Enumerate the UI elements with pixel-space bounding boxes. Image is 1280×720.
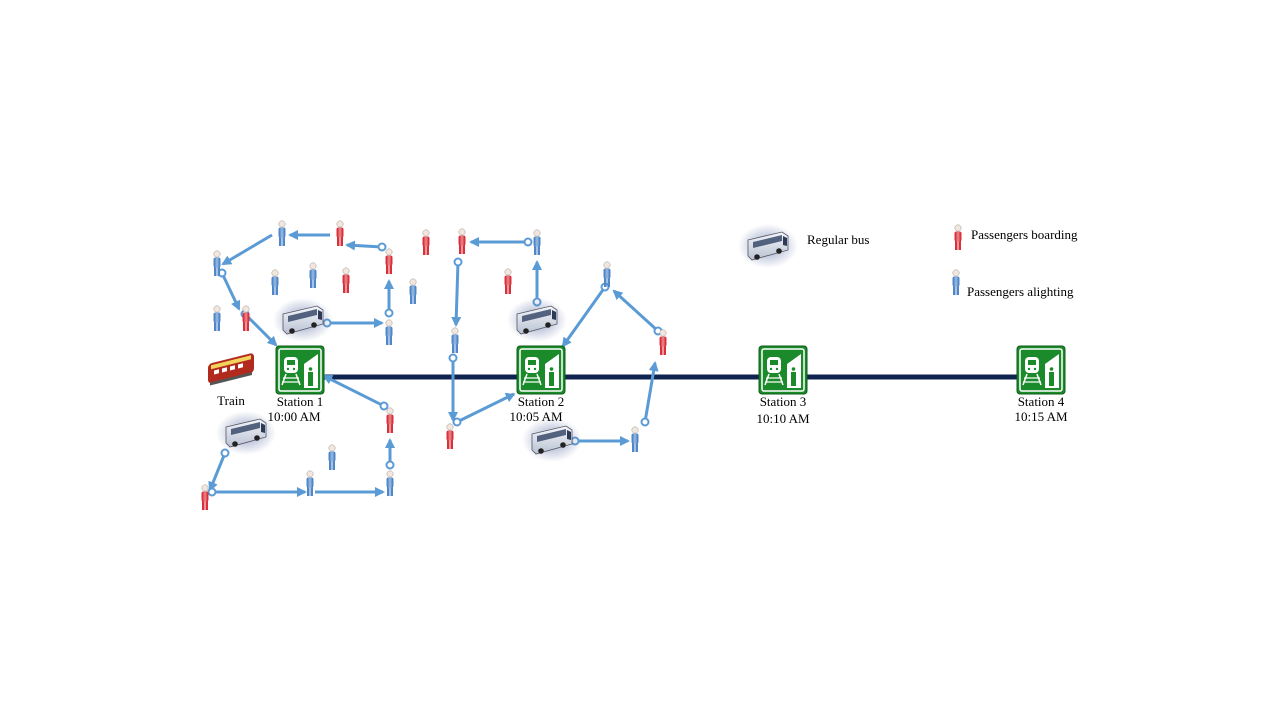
passenger-alighting-icon <box>952 269 960 295</box>
route-arrow <box>322 374 385 408</box>
passenger-boarding-icon <box>954 224 962 250</box>
station-1-name: Station 1 <box>276 394 324 409</box>
passenger-boarding-icon <box>504 268 512 294</box>
passenger-boarding-icon <box>242 305 250 331</box>
passenger-boarding-icon <box>385 248 393 274</box>
station-4-icon <box>1016 345 1066 395</box>
route-arrow <box>643 361 659 423</box>
passenger-boarding-icon <box>446 423 454 449</box>
route-arrow <box>220 272 241 311</box>
passenger-alighting-icon <box>409 278 417 304</box>
route-arrow <box>456 392 516 424</box>
passenger-alighting-icon <box>451 327 459 353</box>
route-stop <box>207 487 217 497</box>
passenger-alighting-icon <box>306 470 314 496</box>
legend-bus-label: Regular bus <box>807 232 870 247</box>
legend-bus-icon <box>738 224 798 268</box>
bus-icon <box>522 418 582 462</box>
station-1-icon <box>275 345 325 395</box>
legend-boarding-label: Passengers boarding <box>971 227 1078 242</box>
station-2-icon <box>516 345 566 395</box>
route-stop <box>452 417 462 427</box>
station-4-time: 10:15 AM <box>1014 409 1068 424</box>
route-arrow <box>612 289 660 333</box>
passenger-boarding-icon <box>386 407 394 433</box>
station-3-time: 10:10 AM <box>756 411 810 426</box>
passenger-alighting-icon <box>278 220 286 246</box>
passenger-alighting-icon <box>213 305 221 331</box>
station-3-name: Station 3 <box>759 394 807 409</box>
passenger-boarding-icon <box>201 484 209 510</box>
passenger-alighting-icon <box>603 261 611 287</box>
passenger-alighting-icon <box>309 262 317 288</box>
passenger-alighting-icon <box>328 444 336 470</box>
passenger-alighting-icon <box>631 426 639 452</box>
legend-alighting-label: Passengers alighting <box>967 284 1074 299</box>
route-arrow <box>221 233 273 266</box>
bus-icon <box>273 298 333 342</box>
route-arrow <box>561 286 607 348</box>
passenger-boarding-icon <box>659 329 667 355</box>
passenger-boarding-icon <box>458 228 466 254</box>
passengers <box>201 220 962 510</box>
station-3-icon <box>758 345 808 395</box>
route-stop <box>220 448 230 458</box>
passenger-alighting-icon <box>213 250 221 276</box>
route-arrow <box>243 312 278 347</box>
bus-icon <box>216 411 276 455</box>
route-stop <box>523 237 533 247</box>
passenger-boarding-icon <box>336 220 344 246</box>
route-stop <box>453 257 463 267</box>
station-4-name: Station 4 <box>1017 394 1065 409</box>
passenger-alighting-icon <box>385 319 393 345</box>
buses <box>216 224 798 462</box>
passenger-alighting-icon <box>533 229 541 255</box>
station-1-time: 10:00 AM <box>267 409 321 424</box>
station-2-time: 10:05 AM <box>509 409 563 424</box>
route-arrow <box>345 240 383 251</box>
route-arrow <box>451 261 462 327</box>
route-stop <box>379 401 389 411</box>
route-arrow <box>208 452 227 492</box>
passenger-boarding-icon <box>422 229 430 255</box>
bus-icon <box>507 298 567 342</box>
route-stop <box>448 353 458 363</box>
passenger-alighting-icon <box>271 269 279 295</box>
train-icon <box>208 353 254 386</box>
route-stop <box>377 242 387 252</box>
route-stop <box>640 417 650 427</box>
passenger-alighting-icon <box>386 470 394 496</box>
route-stop <box>384 308 394 318</box>
stations <box>275 345 1066 395</box>
train-label: Train <box>217 393 245 408</box>
route-stop <box>385 460 395 470</box>
station-2-name: Station 2 <box>517 394 565 409</box>
passenger-boarding-icon <box>342 267 350 293</box>
